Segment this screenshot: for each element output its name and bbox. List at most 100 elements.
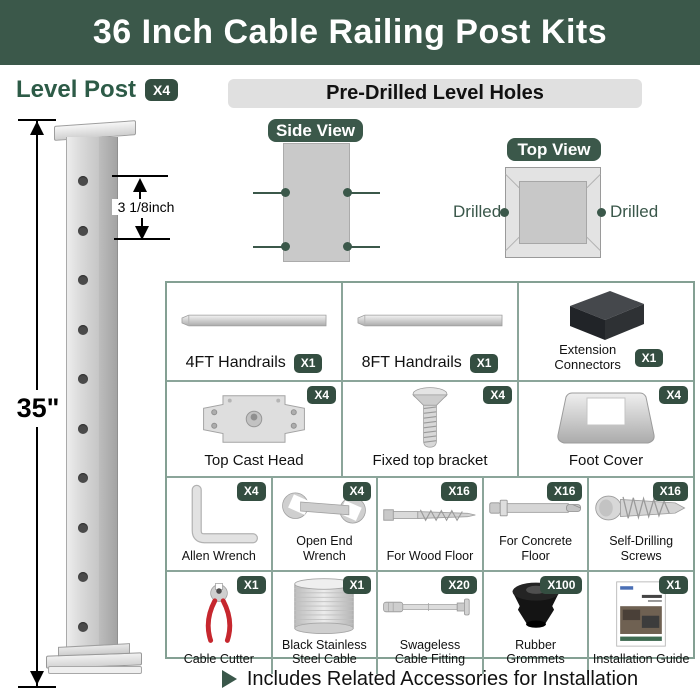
pre-drilled-header: Pre-Drilled Level Holes xyxy=(228,79,642,108)
swageless-fitting-icon xyxy=(380,576,480,638)
post-cable-hole xyxy=(78,423,88,434)
post-cable-hole xyxy=(78,572,88,582)
kit-item-label: For Wood Floor xyxy=(386,548,474,563)
post-height-label: 35" xyxy=(14,390,62,427)
installation-guide-icon xyxy=(591,576,691,652)
kit-item-8ft-handrails: 8FT Handrails X1 xyxy=(341,283,517,380)
extension-connector-icon xyxy=(521,287,691,343)
handrail-icon xyxy=(345,287,515,354)
railing-post-front xyxy=(66,137,99,649)
kit-item-extension-connectors: Extension Connectors X1 xyxy=(517,283,693,380)
foot-cover-icon xyxy=(521,386,691,452)
kit-item-label: Extension Connectors xyxy=(554,342,621,372)
post-cable-hole xyxy=(78,324,88,335)
kit-item-label: Fixed top bracket xyxy=(372,451,488,469)
post-cable-hole xyxy=(78,275,88,285)
drill-hole-dot xyxy=(343,188,352,197)
kit-item-label: Cable Cutter xyxy=(183,652,254,667)
cable-line xyxy=(349,246,380,248)
kit-item-qty-badge: X4 xyxy=(342,482,372,501)
title-banner: 36 Inch Cable Railing Post Kits xyxy=(0,0,700,65)
drilled-left-label: Drilled xyxy=(453,202,502,221)
footer-note: Includes Related Accessories for Install… xyxy=(165,661,695,697)
kit-item-qty-badge: X1 xyxy=(469,354,499,373)
kit-item-qty-badge: X4 xyxy=(483,385,512,405)
play-triangle-icon xyxy=(221,670,237,688)
page-title: 36 Inch Cable Railing Post Kits xyxy=(92,13,608,51)
arrow-up-icon xyxy=(30,121,44,135)
post-cable-hole xyxy=(78,225,88,236)
level-post-heading: Level Post X4 xyxy=(16,76,179,104)
top-view-post xyxy=(505,167,601,258)
kit-item-qty-badge: X16 xyxy=(652,482,688,501)
hole-spacing-dimension-top xyxy=(110,172,180,242)
footer-note-label: Includes Related Accessories for Install… xyxy=(246,667,639,690)
post-cable-hole xyxy=(78,374,88,384)
kit-item-label: Foot Cover xyxy=(568,451,644,469)
kit-item-label: Allen Wrench xyxy=(181,548,256,563)
top-view-post-core xyxy=(519,181,587,244)
kit-item-label: For Concrete Floor xyxy=(499,534,573,563)
cable-line xyxy=(253,192,284,194)
post-cable-hole xyxy=(78,473,88,483)
hole-spacing-dimension-bottom xyxy=(110,218,180,240)
drill-hole-dot xyxy=(281,242,290,251)
arrow-down-icon xyxy=(30,671,44,685)
post-cable-hole xyxy=(78,522,88,533)
post-cable-hole xyxy=(78,621,88,632)
screw-bracket-icon xyxy=(345,386,515,452)
kit-item-qty-badge: X4 xyxy=(659,385,688,405)
kit-item-label: Top Cast Head xyxy=(204,451,304,469)
kit-item-qty-badge: X1 xyxy=(293,354,323,373)
drill-hole-dot xyxy=(597,208,606,217)
kit-item-qty-badge: X4 xyxy=(236,482,266,501)
top-view-pill: Top View xyxy=(507,138,601,161)
dimension-cap-bottom xyxy=(18,686,56,688)
drill-hole-dot xyxy=(343,242,352,251)
kit-item-qty-badge: X100 xyxy=(540,575,583,595)
kit-item-label: Black Stainless Steel Cable xyxy=(282,637,367,667)
kit-item-label: Open End Wrench xyxy=(296,534,353,563)
post-cable-hole xyxy=(78,176,88,186)
side-view-label: Side View xyxy=(275,120,356,140)
pre-drilled-header-label: Pre-Drilled Level Holes xyxy=(326,82,544,104)
handrail-icon xyxy=(169,287,339,354)
drill-hole-dot xyxy=(281,188,290,197)
self-drilling-screw-icon xyxy=(591,482,691,534)
open-end-wrench-icon xyxy=(275,482,375,534)
kit-item-label: 8FT Handrails xyxy=(361,354,462,372)
cable-line xyxy=(349,192,380,194)
kit-item-label: Self-Drilling Screws xyxy=(609,534,674,563)
railing-post-side xyxy=(99,137,118,649)
side-view-post xyxy=(283,143,350,262)
cable-line xyxy=(253,246,284,248)
kit-item-qty-badge: X20 xyxy=(441,575,477,595)
kit-item-qty-badge: X4 xyxy=(307,385,336,405)
side-view-pill: Side View xyxy=(268,119,363,142)
wood-screw-icon xyxy=(380,482,480,548)
level-post-qty-badge: X4 xyxy=(145,78,179,102)
kit-item-label: Rubber Grommets xyxy=(506,637,565,667)
kit-item-qty-badge: X1 xyxy=(634,348,664,368)
concrete-anchor-icon xyxy=(486,482,586,534)
level-post-label: Level Post xyxy=(16,76,137,103)
